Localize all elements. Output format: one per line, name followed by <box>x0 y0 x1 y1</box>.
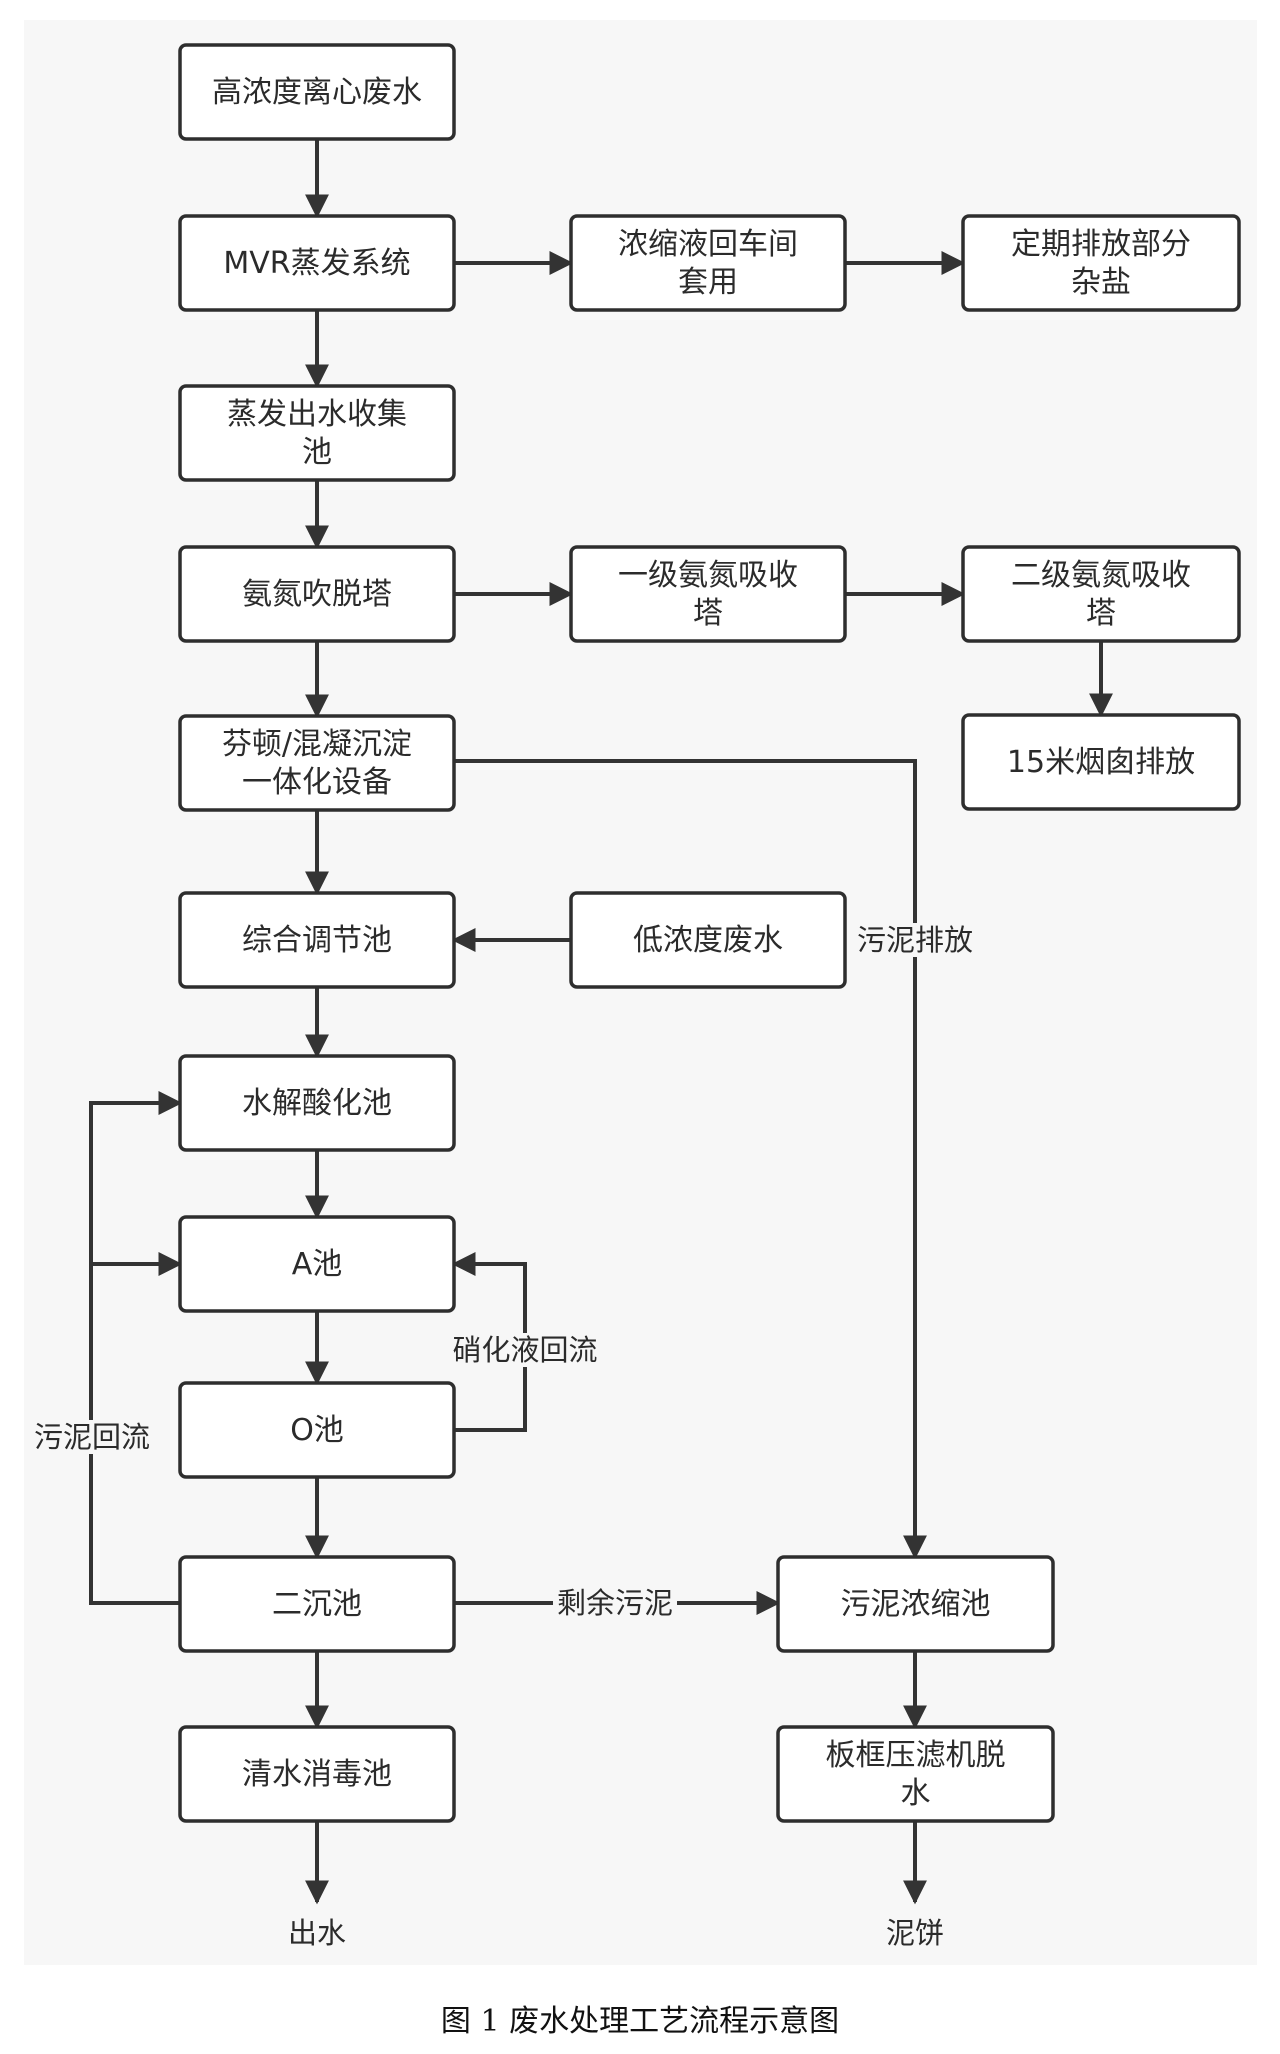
node-hydrolysis: 水解酸化池 <box>178 1054 456 1152</box>
node-equalize: 综合调节池 <box>178 891 456 989</box>
node-label: 高浓度离心废水 <box>212 75 422 110</box>
node-high-conc: 高浓度离心废水 <box>178 43 456 141</box>
label-nitrate-return: 硝化液回流 <box>448 1333 602 1367</box>
node-label: 蒸发出水收集池 <box>227 397 407 470</box>
label-sludge-discharge: 污泥排放 <box>852 923 978 957</box>
figure-caption: 图 1 废水处理工艺流程示意图 <box>440 2004 840 2039</box>
svg-text:剩余污泥: 剩余污泥 <box>557 1586 673 1620</box>
svg-text:硝化液回流: 硝化液回流 <box>452 1333 597 1367</box>
node-label: 板框压滤机脱水 <box>826 1738 1006 1811</box>
node-absorb1: 一级氨氮吸收塔 <box>569 545 847 643</box>
node-fenton: 芬顿/混凝沉淀一体化设备 <box>178 714 456 812</box>
node-filter-press: 板框压滤机脱水 <box>776 1725 1055 1823</box>
node-label: 浓缩液回车间套用 <box>618 227 798 300</box>
edge-sludge-return-hydrolysis <box>89 1091 183 1605</box>
node-mvr: MVR蒸发系统 <box>178 214 456 312</box>
node-label: 清水消毒池 <box>242 1757 392 1792</box>
node-disinfect: 清水消毒池 <box>178 1725 456 1823</box>
label-sludge-return: 污泥回流 <box>29 1420 155 1454</box>
svg-text:泥饼: 泥饼 <box>886 1916 944 1950</box>
node-a-tank: A池 <box>178 1215 456 1313</box>
node-ammonia-strip: 氨氮吹脱塔 <box>178 545 456 643</box>
node-label: 芬顿/混凝沉淀一体化设备 <box>222 727 412 800</box>
node-label: 低浓度废水 <box>633 923 783 958</box>
node-label: 污泥浓缩池 <box>841 1587 991 1622</box>
node-salt: 定期排放部分杂盐 <box>961 214 1241 312</box>
node-label: 二级氨氮吸收塔 <box>1011 558 1191 631</box>
node-chimney: 15米烟囱排放 <box>961 713 1241 811</box>
node-o-tank: O池 <box>178 1381 456 1479</box>
node-label: 定期排放部分杂盐 <box>1011 227 1191 300</box>
node-label: 氨氮吹脱塔 <box>242 577 392 612</box>
svg-text:出水: 出水 <box>288 1916 346 1950</box>
node-evap-collect: 蒸发出水收集池 <box>178 384 456 482</box>
node-concentrate-reuse: 浓缩液回车间套用 <box>569 214 847 312</box>
node-absorb2: 二级氨氮吸收塔 <box>961 545 1241 643</box>
svg-text:污泥回流: 污泥回流 <box>34 1420 150 1454</box>
node-label: 二沉池 <box>272 1587 362 1622</box>
node-label: 水解酸化池 <box>242 1086 392 1121</box>
node-label: A池 <box>292 1247 343 1282</box>
label-cake: 泥饼 <box>886 1916 944 1950</box>
edge-sludge-discharge <box>454 759 927 1560</box>
node-label: 一级氨氮吸收塔 <box>618 558 798 631</box>
label-effluent: 出水 <box>288 1916 346 1950</box>
label-excess-sludge: 剩余污泥 <box>552 1586 678 1620</box>
svg-text:污泥排放: 污泥排放 <box>857 923 973 957</box>
node-label: O池 <box>290 1413 344 1448</box>
node-label: 综合调节池 <box>242 923 392 958</box>
node-low-conc: 低浓度废水 <box>569 891 847 989</box>
node-label: 15米烟囱排放 <box>1007 745 1195 780</box>
node-sludge-thick: 污泥浓缩池 <box>776 1555 1055 1653</box>
node-label: MVR蒸发系统 <box>223 246 410 281</box>
node-secondary: 二沉池 <box>178 1555 456 1653</box>
